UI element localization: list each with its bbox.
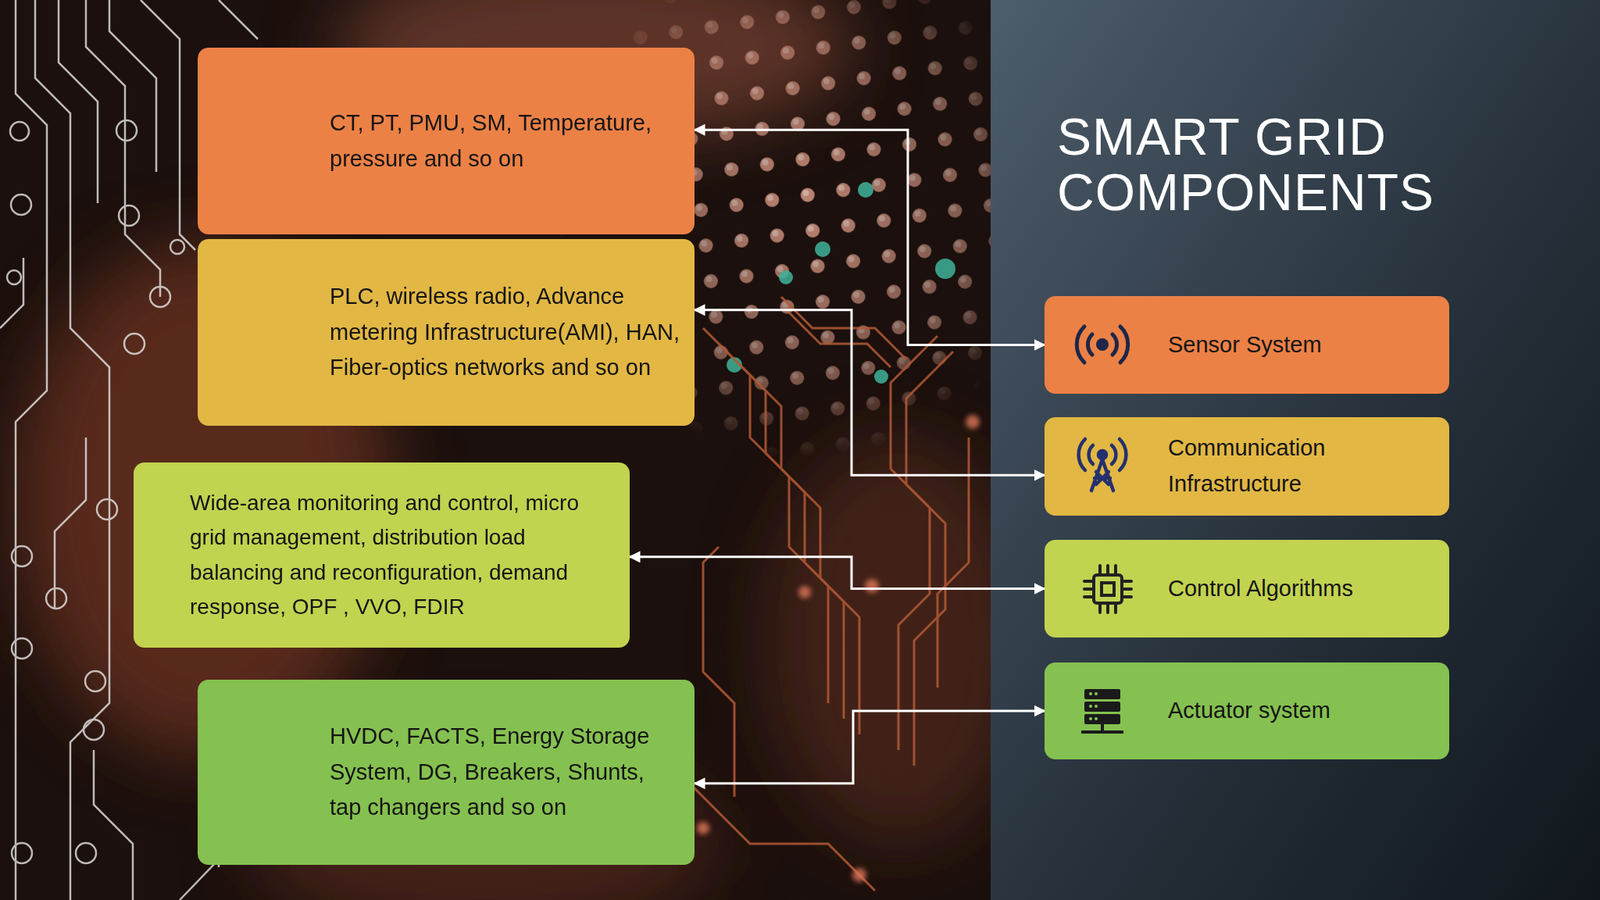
- slide-title: SMART GRID COMPONENTS: [1057, 109, 1558, 222]
- box-text: CT, PT, PMU, SM, Temperature, pressure a…: [329, 105, 681, 178]
- component-box: Control Algorithms: [1044, 539, 1450, 638]
- box-text: Wide-area monitoring and control, micro …: [189, 485, 618, 625]
- box-text: HVDC, FACTS, Energy Storage System, DG, …: [329, 718, 681, 826]
- box-text: Actuator system: [1167, 692, 1331, 729]
- sensor-list-box: CT, PT, PMU, SM, Temperature, pressure a…: [197, 47, 695, 235]
- actuator-list-box: HVDC, FACTS, Energy Storage System, DG, …: [197, 679, 695, 865]
- connector-arrow: [694, 129, 1045, 345]
- component-box: Communication Infrastructure: [1044, 417, 1450, 516]
- component-box: Actuator system: [1044, 662, 1450, 760]
- box-text: Sensor System: [1167, 327, 1322, 364]
- component-box: Sensor System: [1044, 296, 1450, 394]
- comm-list-box: PLC, wireless radio, Advance metering In…: [197, 239, 695, 426]
- signal-icon: [1076, 326, 1129, 363]
- server-icon: [1081, 689, 1124, 734]
- control-list-box: Wide-area monitoring and control, micro …: [133, 462, 630, 648]
- connector-arrow: [694, 710, 1045, 784]
- antenna-icon: [1078, 439, 1127, 491]
- connector-arrow: [694, 310, 1045, 476]
- chip-icon: [1084, 565, 1132, 613]
- box-text: Control Algorithms: [1167, 571, 1354, 608]
- connector-arrow: [629, 557, 1045, 590]
- box-text: Communication Infrastructure: [1167, 430, 1436, 503]
- box-text: PLC, wireless radio, Advance metering In…: [329, 278, 681, 386]
